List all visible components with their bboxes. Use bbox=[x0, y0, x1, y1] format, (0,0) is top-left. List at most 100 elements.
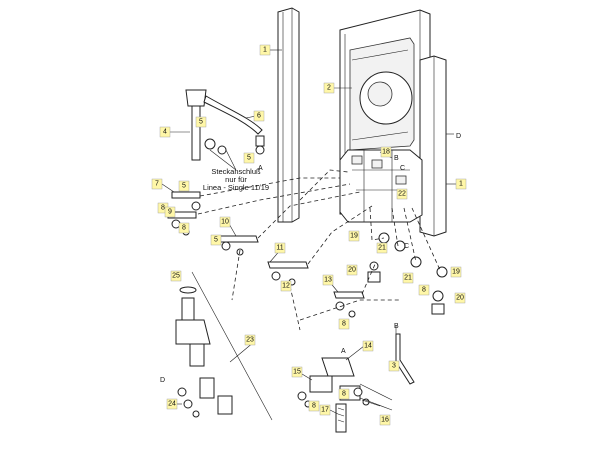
callout-tag: 2 bbox=[323, 82, 335, 94]
svg-text:6: 6 bbox=[257, 113, 261, 120]
svg-text:20: 20 bbox=[456, 295, 464, 302]
svg-text:8: 8 bbox=[182, 225, 186, 232]
tube-group-middle bbox=[217, 235, 365, 318]
block-connector-1 bbox=[351, 155, 363, 165]
callout-tag: 17 bbox=[319, 404, 331, 416]
svg-text:14: 14 bbox=[364, 343, 372, 350]
callout-tag: 5 bbox=[243, 152, 255, 164]
callout-tag: 21 bbox=[402, 272, 414, 284]
svg-text:1: 1 bbox=[263, 47, 267, 54]
svg-text:5: 5 bbox=[199, 119, 203, 126]
callout-tag: 15 bbox=[291, 366, 303, 378]
callout-tag: 12 bbox=[280, 280, 292, 292]
svg-text:25: 25 bbox=[172, 273, 180, 280]
side-panel-left bbox=[277, 7, 300, 223]
callout-tag: 10 bbox=[219, 216, 231, 228]
svg-text:2: 2 bbox=[327, 85, 331, 92]
svg-text:8: 8 bbox=[342, 391, 346, 398]
svg-text:15: 15 bbox=[293, 369, 301, 376]
siphon-bottom bbox=[175, 271, 273, 421]
callout-tag: 1 bbox=[259, 44, 271, 56]
callout-tag: 3 bbox=[388, 360, 400, 372]
svg-text:4: 4 bbox=[163, 129, 167, 136]
connection-letter: A bbox=[341, 348, 346, 355]
svg-text:13: 13 bbox=[324, 277, 332, 284]
callout-tag: 16 bbox=[379, 414, 391, 426]
connection-letter: D bbox=[160, 377, 165, 384]
callout-tag: 6 bbox=[253, 110, 265, 122]
svg-text:16: 16 bbox=[381, 417, 389, 424]
callout-tag: 8 bbox=[338, 318, 350, 330]
connection-letter: C bbox=[400, 165, 405, 172]
callout-tag: 19 bbox=[348, 230, 360, 242]
svg-text:10: 10 bbox=[221, 219, 229, 226]
svg-text:21: 21 bbox=[404, 275, 412, 282]
callout-tag: 25 bbox=[170, 270, 182, 282]
connection-letter: B bbox=[394, 155, 399, 162]
svg-text:18: 18 bbox=[382, 149, 390, 156]
callout-tag: 13 bbox=[322, 274, 334, 286]
callout-tag: 5 bbox=[210, 234, 222, 246]
callout-tag: 8 bbox=[178, 222, 190, 234]
svg-text:8: 8 bbox=[312, 403, 316, 410]
callout-tag: 1 bbox=[455, 178, 467, 190]
callout-tag: 23 bbox=[244, 334, 256, 346]
front-cover-knob bbox=[367, 81, 393, 107]
plug-connection-note: Steckanschluß nur für Linea - Single 11/… bbox=[203, 167, 269, 192]
callout-tag: 20 bbox=[346, 264, 358, 276]
pipe-routes bbox=[197, 169, 441, 331]
svg-text:20: 20 bbox=[348, 267, 356, 274]
note-line: Linea - Single 11/19 bbox=[203, 183, 269, 192]
svg-text:24: 24 bbox=[168, 401, 176, 408]
callout-tag: 21 bbox=[376, 242, 388, 254]
svg-text:5: 5 bbox=[182, 183, 186, 190]
svg-text:17: 17 bbox=[321, 407, 329, 414]
svg-text:19: 19 bbox=[350, 233, 358, 240]
callout-tag: 8 bbox=[308, 400, 320, 412]
connection-letter: B bbox=[394, 323, 399, 330]
callout-tag: 8 bbox=[418, 284, 430, 296]
parts-drawing bbox=[167, 7, 448, 433]
svg-text:8: 8 bbox=[342, 321, 346, 328]
svg-text:8: 8 bbox=[161, 205, 165, 212]
callout-tag: 11 bbox=[274, 242, 286, 254]
svg-text:8: 8 bbox=[422, 287, 426, 294]
svg-text:5: 5 bbox=[247, 155, 251, 162]
callout-tag: 14 bbox=[362, 340, 374, 352]
svg-text:1: 1 bbox=[459, 181, 463, 188]
callout-tag: 20 bbox=[454, 292, 466, 304]
callout-tag: 22 bbox=[396, 188, 408, 200]
leader-lines bbox=[161, 49, 456, 415]
callout-tag: 24 bbox=[166, 398, 178, 410]
svg-text:7: 7 bbox=[155, 181, 159, 188]
connection-letter: C bbox=[404, 243, 409, 250]
note-line: Steckanschluß bbox=[211, 167, 261, 176]
block-connector-2 bbox=[371, 159, 383, 169]
side-panel-right bbox=[419, 55, 447, 237]
callout-tag: 7 bbox=[151, 178, 163, 190]
note-line: nur für bbox=[225, 175, 247, 184]
block-connector-3 bbox=[395, 175, 407, 185]
svg-text:22: 22 bbox=[398, 191, 406, 198]
callout-tag: 8 bbox=[338, 388, 350, 400]
callout-tag: 5 bbox=[195, 116, 207, 128]
connection-letters: A A B B C C D D bbox=[160, 133, 461, 384]
svg-text:19: 19 bbox=[452, 269, 460, 276]
svg-text:9: 9 bbox=[168, 209, 172, 216]
svg-text:3: 3 bbox=[392, 363, 396, 370]
svg-text:12: 12 bbox=[282, 283, 290, 290]
callout-tag: 9 bbox=[164, 206, 176, 218]
callout-tag: 4 bbox=[159, 126, 171, 138]
callout-tag: 5 bbox=[178, 180, 190, 192]
connection-letter: D bbox=[456, 133, 461, 140]
svg-text:21: 21 bbox=[378, 245, 386, 252]
svg-text:5: 5 bbox=[214, 237, 218, 244]
svg-text:23: 23 bbox=[246, 337, 254, 344]
connection-letter: A bbox=[258, 165, 263, 172]
svg-text:11: 11 bbox=[276, 245, 283, 252]
drain-pipe bbox=[395, 333, 415, 385]
callout-tags: 1 1 2 3 4 5 5 5 5 6 7 8 8 8 8 8 8 9 10 1… bbox=[151, 44, 467, 426]
callout-tag: 19 bbox=[450, 266, 462, 278]
